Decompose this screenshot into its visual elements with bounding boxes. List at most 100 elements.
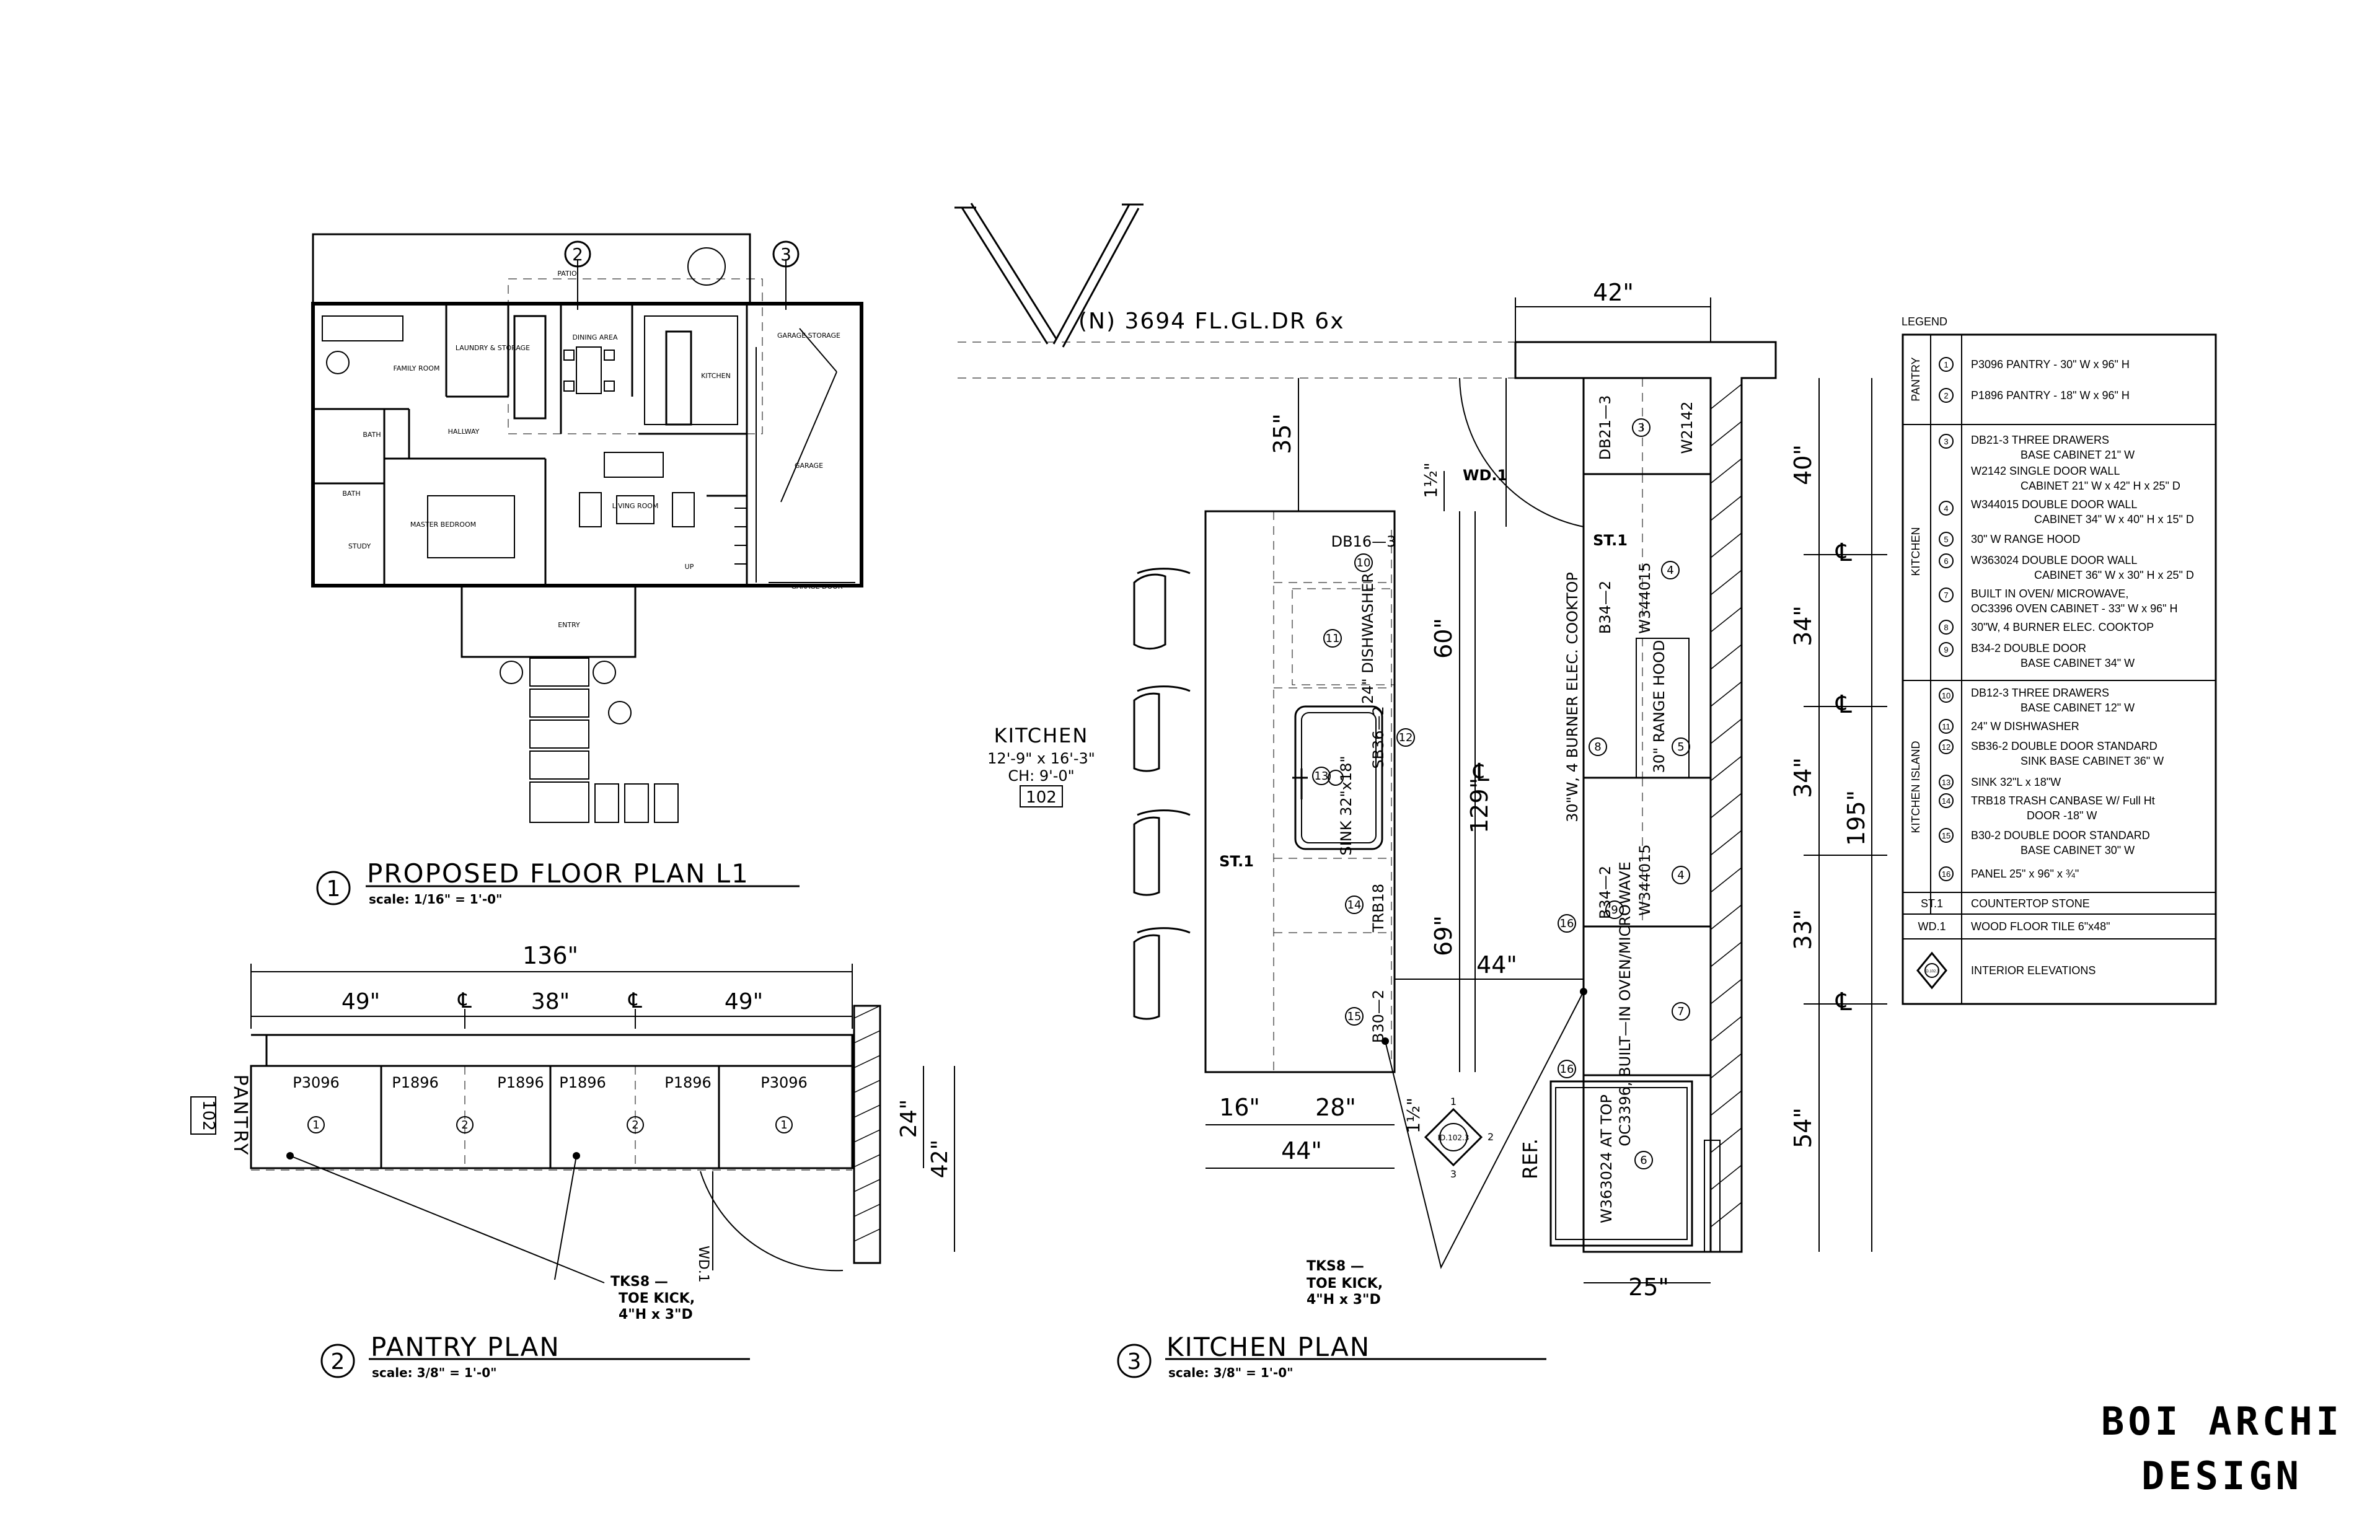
legend-tag-4: 4 [1944, 504, 1948, 513]
tag-9: 9 [1611, 904, 1618, 917]
room-kitchen: KITCHEN [701, 372, 731, 380]
island-db16-label: DB16—3 [1331, 533, 1396, 550]
pantry-plan-number: 2 [331, 1349, 345, 1375]
elevation-symbol [1424, 1107, 1483, 1167]
section-marker-3 [772, 240, 800, 268]
legend-row-12b: SINK BASE CABINET 36" W [2021, 755, 2164, 767]
pantry-dim-24: 24" [896, 1099, 922, 1138]
db21-label: DB21—3 [1597, 395, 1614, 460]
wall-st1-label: ST.1 [1593, 532, 1628, 549]
legend-tag-9: 9 [1944, 645, 1948, 654]
folding-door [954, 203, 1144, 348]
room-living: LIVING ROOM [612, 502, 659, 510]
sink-drain [1328, 770, 1344, 786]
dim-35: 35" [1269, 413, 1296, 454]
entry-steps [529, 658, 679, 823]
kitchen-island [1204, 510, 1396, 1073]
dim-28: 28" [1315, 1094, 1356, 1121]
pantry-cabinet-run [250, 1065, 853, 1169]
pantry-door-swing [700, 1171, 844, 1272]
room-master: MASTER BEDROOM [410, 521, 476, 529]
laundry-counter [513, 315, 547, 420]
legend-row-14a: TRB18 TRASH CANBASE W/ Full Ht [1971, 794, 2155, 807]
pantry-toe-kick-2: TOE KICK, [619, 1291, 695, 1306]
w2142-label: W2142 [1678, 402, 1696, 454]
room-family: FAMILY ROOM [394, 364, 440, 372]
legend-row-9b: BASE CABINET 34" W [2021, 657, 2135, 669]
pantry-centerline-1: ℄ [457, 988, 472, 1013]
living-chair-2 [672, 492, 695, 527]
tag-16-b: 16 [1560, 1063, 1574, 1076]
room-dining: DINING AREA [572, 333, 618, 341]
legend-row-4a: W344015 DOUBLE DOOR WALL [1971, 498, 2137, 511]
room-garage-storage: GARAGE STORAGE [777, 332, 840, 340]
legend-tag-10: 10 [1942, 691, 1950, 700]
centerline-wall-1: ℄ [1835, 539, 1852, 567]
tag-12: 12 [1399, 731, 1413, 744]
legend-row-15b: BASE CABINET 30" W [2021, 844, 2135, 856]
legend-group-pantry: PANTRY [1910, 357, 1922, 401]
legend-row-15a: B30-2 DOUBLE DOOR STANDARD [1971, 829, 2150, 842]
brand-line-1: BOI ARCHI [2101, 1399, 2343, 1444]
kitchen-toe-kick-leader [1385, 991, 1584, 1269]
legend-tag-14: 14 [1942, 796, 1950, 806]
room-hallway: HALLWAY [448, 428, 480, 436]
floor-plan-scale: scale: 1/16" = 1'-0" [369, 892, 502, 907]
pantry-centerline-2: ℄ [628, 988, 642, 1013]
centerline-wall-2: ℄ [1835, 690, 1852, 719]
legend-wd1-text: WOOD FLOOR TILE 6"x48" [1971, 920, 2110, 933]
legend-elevation-text: INTERIOR ELEVATIONS [1971, 964, 2096, 977]
pantry-toe-kick-1: TKS8 — [610, 1274, 668, 1290]
dim-33: 33" [1789, 909, 1817, 950]
island-b30-label: B30—2 [1370, 990, 1387, 1043]
room-study: STUDY [348, 542, 371, 550]
w363024-label: W363024 AT TOP [1598, 1094, 1615, 1223]
legend-tag-7: 7 [1944, 591, 1948, 600]
room-garage: GARAGE [795, 462, 823, 470]
kitchen-room-ch: CH: 9'-0" [1008, 767, 1074, 785]
patio-outline [312, 233, 751, 305]
pantry-cab-6-code: P3096 [760, 1074, 808, 1091]
legend-st1-code: ST.1 [1921, 897, 1943, 910]
legend-row-16: PANEL 25" x 96" x ¾" [1971, 868, 2079, 880]
pantry-wd-label: WD.1 [695, 1246, 711, 1283]
kitchen-toe-kick-3: 4"H x 3"D [1307, 1292, 1381, 1308]
dim-60: 60" [1430, 618, 1457, 659]
kitchen-toe-kick-1: TKS8 — [1307, 1259, 1364, 1274]
legend-tag-13: 13 [1942, 778, 1950, 787]
legend-tag-16: 16 [1942, 869, 1950, 879]
tag-5: 5 [1677, 741, 1684, 754]
legend-row-5: 30" W RANGE HOOD [1971, 533, 2080, 545]
pantry-toe-kick-leader [289, 1155, 605, 1283]
dim-34-a: 34" [1789, 605, 1817, 646]
legend-tag-8: 8 [1944, 623, 1948, 632]
dim-44-bottom: 44" [1281, 1137, 1322, 1164]
tag-4-a: 4 [1667, 564, 1673, 577]
legend-tag-15: 15 [1942, 831, 1950, 840]
marker-3-label: 3 [780, 244, 791, 265]
room-entry: ENTRY [558, 621, 580, 629]
pantry-dim-seg-3: 49" [725, 989, 763, 1014]
living-sofa [604, 452, 664, 478]
kitchen-toe-kick-2: TOE KICK, [1307, 1276, 1383, 1291]
pantry-wall-hatch [853, 1005, 881, 1242]
dim-44-mid: 44" [1476, 951, 1517, 979]
elevation-2: 2 [1488, 1131, 1494, 1143]
legend-row-7a: BUILT IN OVEN/ MICROWAVE, [1971, 587, 2128, 600]
dim-40: 40" [1789, 444, 1817, 485]
tag-14: 14 [1347, 899, 1362, 912]
legend-row-10b: BASE CABINET 12" W [2021, 702, 2135, 714]
centerline-island: ℄ [1473, 759, 1489, 787]
tag-11: 11 [1326, 632, 1340, 645]
living-rug [616, 495, 654, 524]
legend-elevation-code: ID.102.3 [1925, 970, 1939, 974]
legend-row-3c: W2142 SINGLE DOOR WALL [1971, 465, 2120, 477]
dim-54: 54" [1789, 1107, 1817, 1148]
pantry-room-number: 102 [199, 1100, 218, 1131]
garage-swing [780, 328, 837, 503]
legend-row-3b: BASE CABINET 21" W [2021, 449, 2135, 461]
legend-row-9a: B34-2 DOUBLE DOOR [1971, 642, 2086, 654]
legend-row-3a: DB21-3 THREE DRAWERS [1971, 434, 2109, 446]
kitchen-room-name: KITCHEN [994, 724, 1089, 747]
